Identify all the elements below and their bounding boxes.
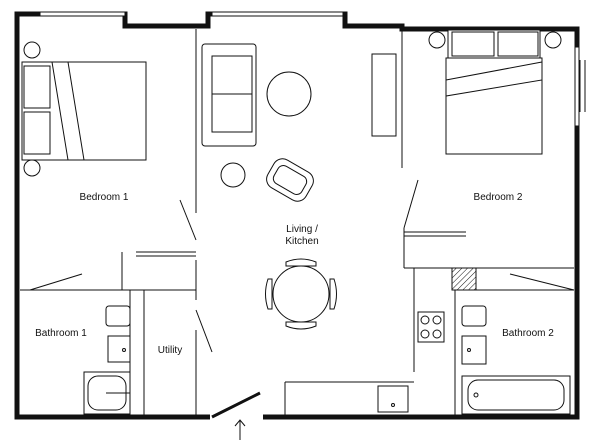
basin bbox=[461, 335, 487, 365]
door-swings bbox=[29, 179, 575, 353]
window-bedroom2 bbox=[574, 46, 580, 127]
label-living-line1: Living / bbox=[286, 224, 318, 235]
sofa-cushion bbox=[211, 93, 253, 133]
bedside-lamp bbox=[428, 31, 446, 49]
bedroom2-furniture bbox=[428, 29, 562, 291]
kitchen-sink bbox=[377, 385, 409, 413]
bathroom2-fixtures bbox=[461, 305, 571, 415]
bedside-lamp bbox=[23, 159, 41, 177]
toilet-cistern bbox=[105, 305, 131, 327]
label-bedroom1: Bedroom 1 bbox=[80, 192, 129, 203]
bedside-lamp bbox=[544, 31, 562, 49]
bed-blanket bbox=[51, 61, 85, 161]
sofa-cushion bbox=[211, 55, 253, 95]
armchair bbox=[266, 158, 314, 202]
pillow bbox=[23, 65, 51, 109]
pillow bbox=[451, 31, 495, 57]
interior-walls bbox=[20, 29, 574, 417]
bedside-lamp bbox=[23, 41, 41, 59]
burner-icon bbox=[432, 315, 442, 325]
entrance-door[interactable] bbox=[211, 391, 261, 419]
living-furniture bbox=[201, 43, 445, 413]
dining-chair bbox=[285, 321, 317, 330]
window-living bbox=[211, 11, 344, 17]
basin bbox=[107, 335, 131, 363]
bathroom1-fixtures bbox=[83, 305, 131, 415]
label-living-line2: Kitchen bbox=[285, 236, 318, 247]
label-bedroom2: Bedroom 2 bbox=[474, 192, 523, 203]
label-utility: Utility bbox=[158, 345, 182, 356]
dining-chair bbox=[265, 278, 273, 310]
burner-icon bbox=[432, 329, 442, 339]
pillow bbox=[23, 111, 51, 155]
side-table bbox=[220, 162, 246, 188]
drain-icon bbox=[391, 403, 395, 407]
drain-icon bbox=[473, 392, 479, 398]
label-bathroom1: Bathroom 1 bbox=[35, 328, 87, 339]
tv-unit bbox=[371, 53, 397, 137]
windows bbox=[39, 11, 586, 127]
room-labels: Bedroom 1 Bedroom 2 Living / Kitchen Bat… bbox=[35, 192, 554, 356]
hatched-cupboard bbox=[451, 267, 477, 291]
bed-blanket bbox=[445, 61, 543, 97]
coffee-table bbox=[266, 71, 312, 117]
label-bathroom2: Bathroom 2 bbox=[502, 328, 554, 339]
dining-table bbox=[272, 265, 330, 323]
pillow bbox=[497, 31, 539, 57]
toilet-cistern bbox=[461, 305, 487, 327]
dining-chair bbox=[285, 258, 317, 267]
burner-icon bbox=[420, 329, 430, 339]
burner-icon bbox=[420, 315, 430, 325]
window-bedroom1 bbox=[39, 11, 126, 17]
dining-chair bbox=[329, 278, 337, 310]
arrow-up-icon bbox=[234, 419, 246, 440]
cooktop bbox=[417, 311, 445, 343]
bedroom1-furniture bbox=[21, 41, 147, 177]
